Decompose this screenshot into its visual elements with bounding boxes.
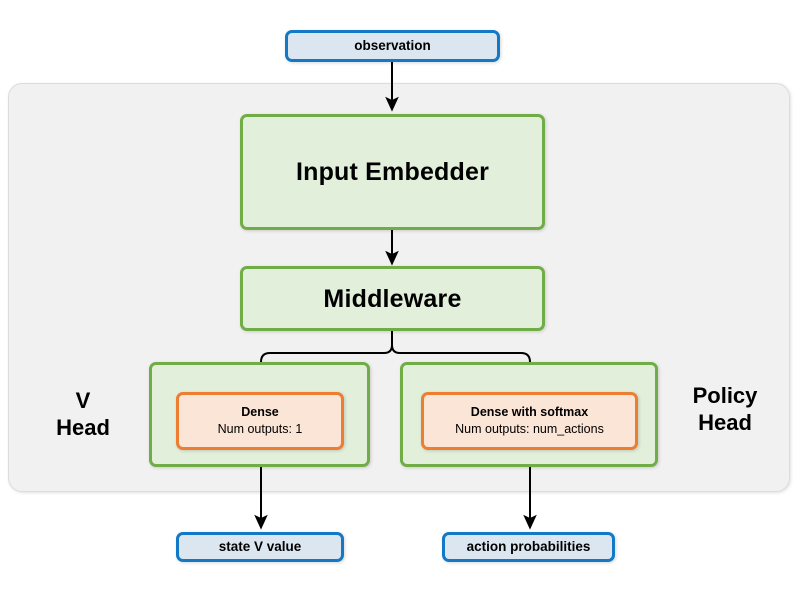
policy-head-label: Policy Head bbox=[666, 379, 784, 441]
node-middleware-label: Middleware bbox=[323, 284, 462, 313]
node-action-probabilities-label: action probabilities bbox=[466, 538, 591, 554]
v-head-label: V Head bbox=[24, 385, 142, 445]
v-head-label-line2: Head bbox=[56, 415, 110, 440]
node-action-probabilities[interactable]: action probabilities bbox=[442, 532, 615, 562]
node-input-embedder-label: Input Embedder bbox=[295, 158, 490, 186]
node-middleware[interactable]: Middleware bbox=[240, 266, 545, 331]
policy-head-dense-title: Dense with softmax bbox=[470, 405, 589, 419]
policy-head-dense-box[interactable]: Dense with softmax Num outputs: num_acti… bbox=[421, 392, 638, 450]
node-observation-label: observation bbox=[354, 37, 431, 53]
node-state-v-value-label: state V value bbox=[218, 538, 302, 554]
node-observation[interactable]: observation bbox=[285, 30, 500, 62]
node-state-v-value[interactable]: state V value bbox=[176, 532, 344, 562]
node-input-embedder[interactable]: Input Embedder bbox=[240, 114, 545, 230]
policy-head-label-line1: Policy bbox=[692, 383, 758, 409]
v-head-dense-subtitle: Num outputs: 1 bbox=[217, 422, 303, 436]
policy-head-label-line2: Head bbox=[698, 410, 752, 435]
policy-head-dense-subtitle: Num outputs: num_actions bbox=[455, 422, 604, 436]
v-head-dense-box[interactable]: Dense Num outputs: 1 bbox=[176, 392, 344, 450]
v-head-dense-title: Dense bbox=[241, 405, 279, 419]
v-head-label-line1: V bbox=[75, 388, 91, 414]
